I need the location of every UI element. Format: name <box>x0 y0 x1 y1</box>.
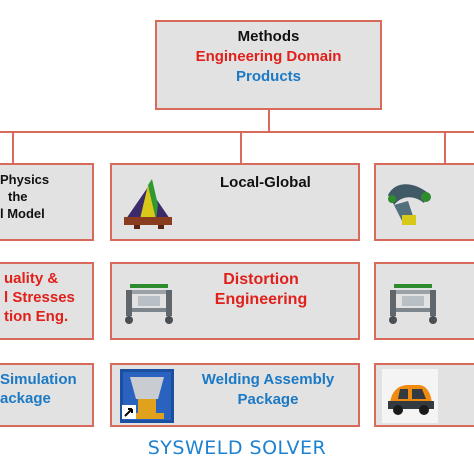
simulation-line-1: Simulation <box>0 371 77 388</box>
physics-line-3: l Model <box>0 206 45 221</box>
distortion-line-2: Engineering <box>214 291 308 308</box>
physics-box: Physics the l Model <box>0 163 94 241</box>
right-top-box <box>374 163 474 241</box>
distortion-line-1: Distortion <box>223 271 299 288</box>
products-label: Products <box>235 68 301 85</box>
connector-horizontal <box>0 131 474 133</box>
connector-right-drop <box>444 131 446 163</box>
local-global-box: Local-Global <box>110 163 360 241</box>
quality-line-3: tion Eng. <box>4 308 69 325</box>
connector-left-drop <box>12 131 14 163</box>
right-bottom-box <box>374 363 474 427</box>
connector-top-vertical <box>268 110 270 132</box>
quality-line-2: l Stresses <box>4 289 75 306</box>
engineering-domain-label: Engineering Domain <box>195 48 342 65</box>
right-bottom-car-image <box>382 369 438 423</box>
distortion-frame-image <box>118 274 180 330</box>
quality-line-1: uality & <box>4 270 59 287</box>
right-middle-frame-image <box>382 274 444 330</box>
right-middle-box <box>374 262 474 340</box>
welding-box: Welding Assembly Package <box>110 363 360 427</box>
local-global-label: Local-Global <box>220 174 311 191</box>
physics-line-2: the <box>8 189 28 204</box>
welding-line-1: Welding Assembly <box>201 371 335 388</box>
local-global-part-image <box>120 175 176 231</box>
solver-caption: SYSWELD SOLVER <box>147 437 327 459</box>
right-top-part-image <box>382 175 438 231</box>
simulation-box: Simulation ackage <box>0 363 94 427</box>
physics-line-1: Physics <box>0 172 50 187</box>
simulation-line-2: ackage <box>0 390 51 407</box>
methods-label: Methods <box>237 28 300 45</box>
quality-box: uality & l Stresses tion Eng. <box>0 262 94 340</box>
connector-center-drop <box>240 131 242 163</box>
methods-box: Methods Engineering Domain Products <box>155 20 382 110</box>
distortion-box: Distortion Engineering <box>110 262 360 340</box>
welding-package-icon <box>120 369 174 423</box>
welding-line-2: Package <box>237 391 299 408</box>
